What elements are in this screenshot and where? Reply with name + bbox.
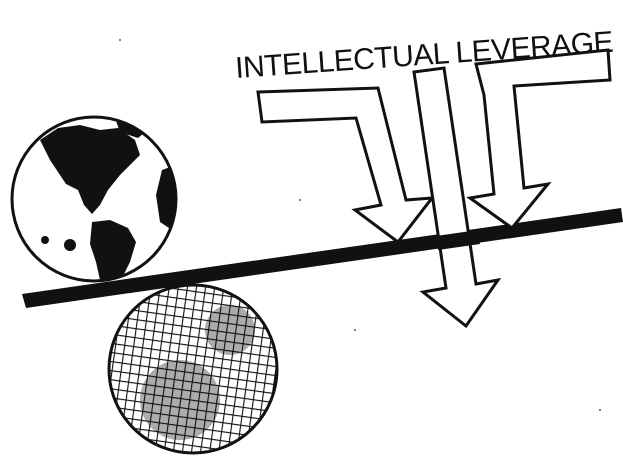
globe-icon [12,116,180,288]
left-bent-arrow-icon [258,88,432,242]
grid-sphere-icon [109,285,277,453]
right-bent-arrow-icon [470,50,610,228]
